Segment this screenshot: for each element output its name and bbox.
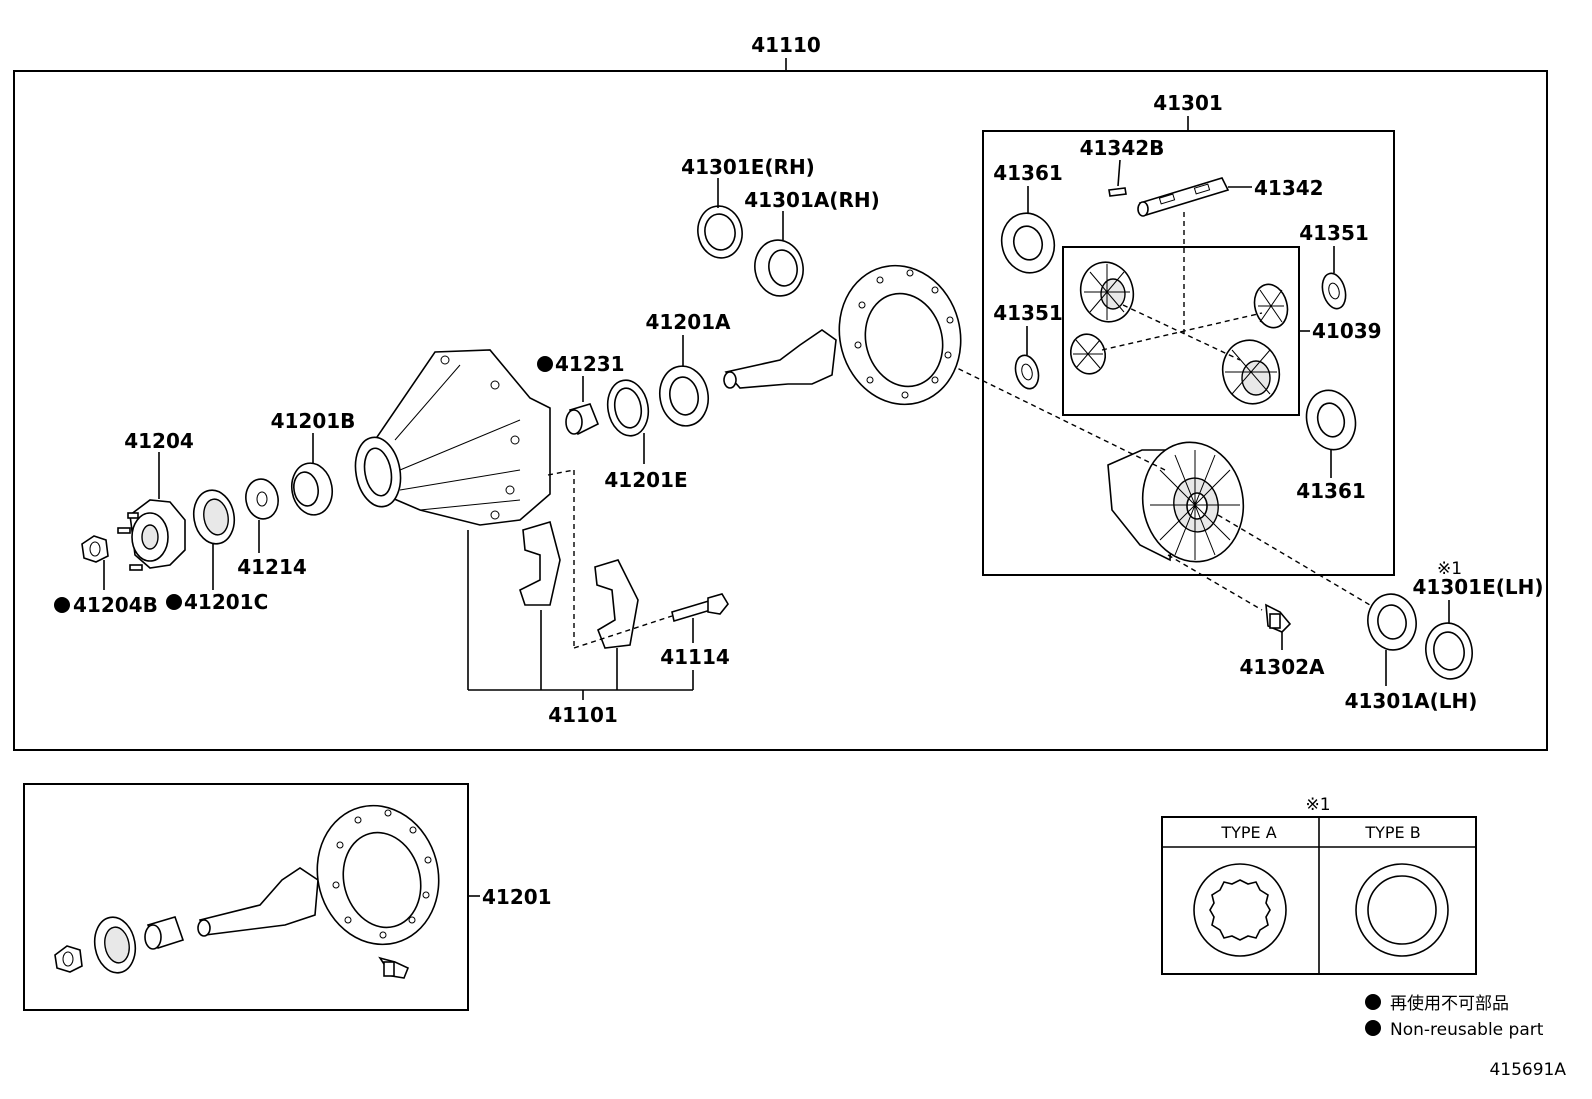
lock-pin[interactable] <box>1108 187 1127 197</box>
label-41214[interactable]: 41214 <box>237 555 307 579</box>
label-41301[interactable]: 41301 <box>1153 91 1223 115</box>
side-gear-upper[interactable] <box>1074 256 1140 327</box>
type-b-header: TYPE B <box>1364 823 1420 842</box>
bearing-race-lh[interactable] <box>1421 619 1476 682</box>
label-41231[interactable]: 41231 <box>555 352 625 376</box>
side-gear-washer-bottom[interactable] <box>1300 385 1362 455</box>
pinion-bearing-front[interactable] <box>288 460 336 518</box>
label-41302A[interactable]: 41302A <box>1239 655 1325 679</box>
label-41301A-lh[interactable]: 41301A(LH) <box>1345 689 1478 713</box>
pinion-race[interactable] <box>603 377 652 439</box>
label-41101[interactable]: 41101 <box>548 703 618 727</box>
pinion-bearing-rear[interactable] <box>655 362 713 429</box>
differential-carrier[interactable] <box>350 349 551 526</box>
label-41204B[interactable]: 41204B <box>73 593 158 617</box>
label-41039[interactable]: 41039 <box>1312 319 1382 343</box>
label-41201B[interactable]: 41201B <box>271 409 356 433</box>
bearing-cap-left[interactable] <box>519 520 561 606</box>
type-table <box>1161 816 1477 975</box>
non-reusable-marker-41201C <box>166 594 182 610</box>
side-gear-lower[interactable] <box>1216 334 1287 410</box>
type-a-header: TYPE A <box>1220 823 1276 842</box>
label-41201A[interactable]: 41201A <box>645 310 731 334</box>
label-41351-left[interactable]: 41351 <box>993 301 1063 325</box>
legend-jp: 再使用不可部品 <box>1390 993 1509 1014</box>
type-b-race[interactable] <box>1355 863 1449 957</box>
label-41361-bottom[interactable]: 41361 <box>1296 479 1366 503</box>
pinion-thrust-washer-right[interactable] <box>1319 271 1350 311</box>
label-41342B[interactable]: 41342B <box>1080 136 1165 160</box>
label-41301E-lh[interactable]: 41301E(LH) <box>1412 575 1543 599</box>
legend-en: Non-reusable part <box>1390 1020 1544 1040</box>
label-41201C[interactable]: 41201C <box>184 590 268 614</box>
legend-marker-jp <box>1365 994 1381 1010</box>
bearing-cap-bolt[interactable] <box>671 593 729 623</box>
oil-slinger[interactable] <box>243 477 281 522</box>
kit-ring-gear-bolt[interactable] <box>378 956 410 979</box>
type-a-race[interactable] <box>1193 863 1287 957</box>
assembly-frame <box>13 70 1548 751</box>
kit-oil-seal[interactable] <box>90 914 139 976</box>
label-41301E-rh[interactable]: 41301E(RH) <box>681 155 815 179</box>
side-bearing-lh[interactable] <box>1364 590 1421 653</box>
ring-gear-bolt[interactable] <box>1265 603 1292 633</box>
label-41301A-rh[interactable]: 41301A(RH) <box>744 188 879 212</box>
gear-kit-frame <box>23 783 469 1011</box>
label-41110[interactable]: 41110 <box>751 33 821 57</box>
label-41342[interactable]: 41342 <box>1254 176 1324 200</box>
differential-case[interactable] <box>1107 434 1253 570</box>
type-table-mark: ※1 <box>1305 795 1330 815</box>
pinion-thrust-washer-left[interactable] <box>1012 353 1042 392</box>
label-41361-top[interactable]: 41361 <box>993 161 1063 185</box>
oil-seal[interactable] <box>190 487 239 547</box>
side-gear-washer-top[interactable] <box>995 207 1061 278</box>
label-41201[interactable]: 41201 <box>482 885 552 909</box>
label-41301E-lh-mark: ※1 <box>1437 559 1462 579</box>
label-41114[interactable]: 41114 <box>660 645 730 669</box>
pinion-gear-lower[interactable] <box>1066 330 1109 377</box>
pinion-gear-upper[interactable] <box>1250 281 1292 332</box>
collapsible-spacer[interactable] <box>565 403 600 436</box>
side-bearing-rh[interactable] <box>751 236 808 299</box>
bearing-cap-right[interactable] <box>594 559 639 649</box>
non-reusable-marker-41204B <box>54 597 70 613</box>
kit-spacer[interactable] <box>144 916 185 950</box>
ring-gear-and-pinion[interactable] <box>723 252 976 418</box>
label-41204[interactable]: 41204 <box>124 429 194 453</box>
legend-marker-en <box>1365 1020 1381 1036</box>
non-reusable-marker-41231 <box>537 356 553 372</box>
figure-id: 415691A <box>1489 1060 1566 1080</box>
label-41351-right[interactable]: 41351 <box>1299 221 1369 245</box>
kit-ring-gear-and-pinion[interactable] <box>197 792 454 958</box>
companion-flange[interactable] <box>117 499 186 571</box>
kit-flange-nut[interactable] <box>54 945 83 973</box>
pinion-shaft[interactable] <box>1137 177 1230 217</box>
flange-nut[interactable] <box>81 535 109 563</box>
carrier-bracket <box>467 530 694 700</box>
label-41201E[interactable]: 41201E <box>604 468 687 492</box>
bearing-race-rh[interactable] <box>694 203 746 262</box>
